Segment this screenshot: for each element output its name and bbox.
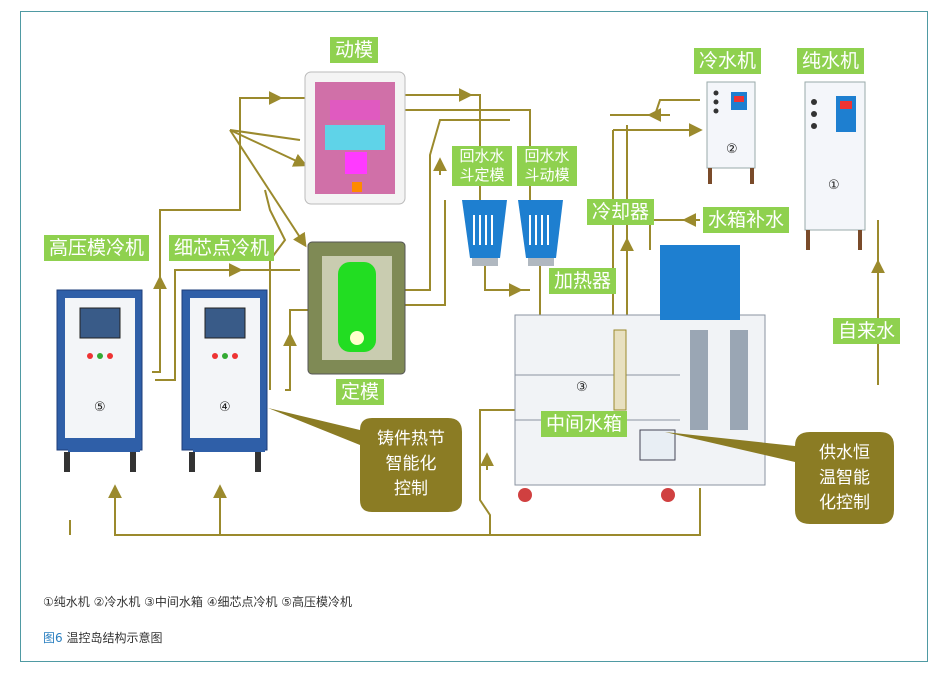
label-heater: 加热器 — [549, 268, 617, 294]
casting-callout-shape — [268, 408, 462, 512]
label-high-pressure-die-chiller: 高压模冷机 — [44, 235, 150, 261]
figure-frame — [20, 11, 928, 662]
chiller-number: ② — [726, 142, 738, 157]
high-pressure-die-chiller — [56, 289, 143, 472]
label-pure-water-machine: 纯水机 — [797, 48, 865, 74]
label-return-hopper-moving: 回水水 斗动模 — [517, 146, 577, 186]
label-chiller: 冷水机 — [694, 48, 762, 74]
fixed-die-image — [307, 241, 406, 375]
supply-callout-shape — [665, 432, 894, 524]
label-return-hopper-fixed: 回水水 斗定模 — [452, 146, 512, 186]
label-fixed-die: 定模 — [336, 379, 385, 405]
return-hopper-fixed — [462, 200, 507, 266]
label-moving-die: 动模 — [330, 37, 379, 63]
high-pressure-chiller-number: ⑤ — [94, 400, 106, 415]
pure-water-machine — [804, 81, 866, 250]
return-hopper-moving — [518, 200, 563, 266]
figure-caption: 图6 温控岛结构示意图 — [43, 629, 162, 646]
figure-number: 图6 — [43, 631, 63, 645]
pure-water-number: ① — [828, 178, 840, 193]
moving-die-image — [304, 71, 406, 205]
figure-title: 温控岛结构示意图 — [62, 631, 163, 645]
intermediate-water-tank — [514, 245, 766, 502]
label-tank-refill: 水箱补水 — [703, 207, 790, 233]
label-tap-water: 自来水 — [833, 318, 901, 344]
label-cooler: 冷却器 — [587, 199, 655, 225]
tank-number: ③ — [576, 380, 588, 395]
fine-core-point-chiller — [181, 289, 268, 472]
pipe-lines — [69, 88, 885, 536]
chiller-machine — [706, 81, 756, 184]
fine-core-chiller-number: ④ — [219, 400, 231, 415]
callout-water-supply: 供水恒 温智能 化控制 — [819, 443, 870, 513]
legend: ①纯水机 ②冷水机 ③中间水箱 ④细芯点冷机 ⑤高压模冷机 — [43, 595, 353, 609]
label-intermediate-tank: 中间水箱 — [541, 411, 628, 437]
callout-casting-hotspot: 铸件热节 智能化 控制 — [377, 429, 445, 499]
label-fine-core-point-chiller: 细芯点冷机 — [169, 235, 275, 261]
